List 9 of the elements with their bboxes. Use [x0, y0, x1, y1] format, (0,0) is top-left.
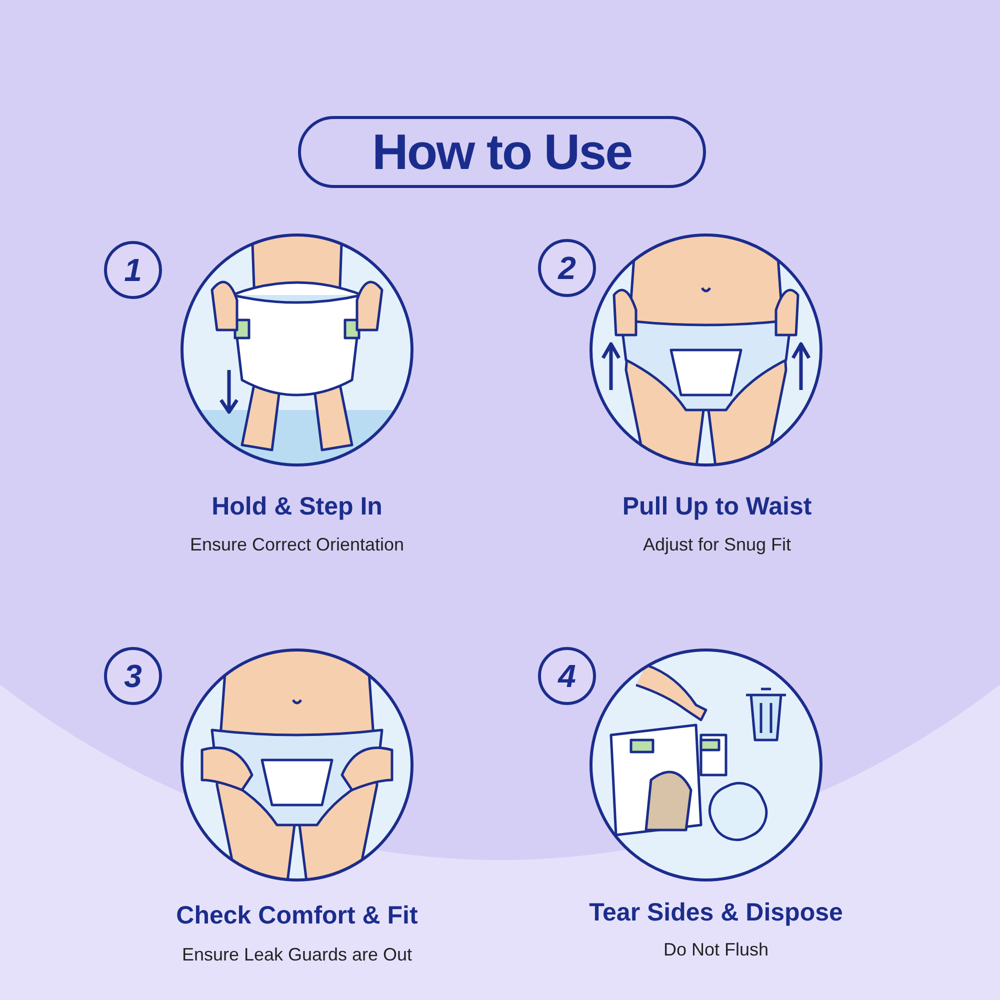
step-heading: Hold & Step In	[212, 491, 382, 522]
step-heading: Pull Up to Waist	[622, 491, 812, 522]
step-heading: Check Comfort & Fit	[176, 900, 418, 932]
step-description: Ensure Correct Orientation	[190, 534, 404, 556]
step-description: Do Not Flush	[663, 938, 769, 962]
step-heading: Tear Sides & Dispose	[589, 897, 843, 928]
step-description: Ensure Leak Guards are Out	[182, 944, 412, 966]
step-description: Adjust for Snug Fit	[642, 534, 792, 556]
title-pill: How to Use	[298, 116, 706, 188]
